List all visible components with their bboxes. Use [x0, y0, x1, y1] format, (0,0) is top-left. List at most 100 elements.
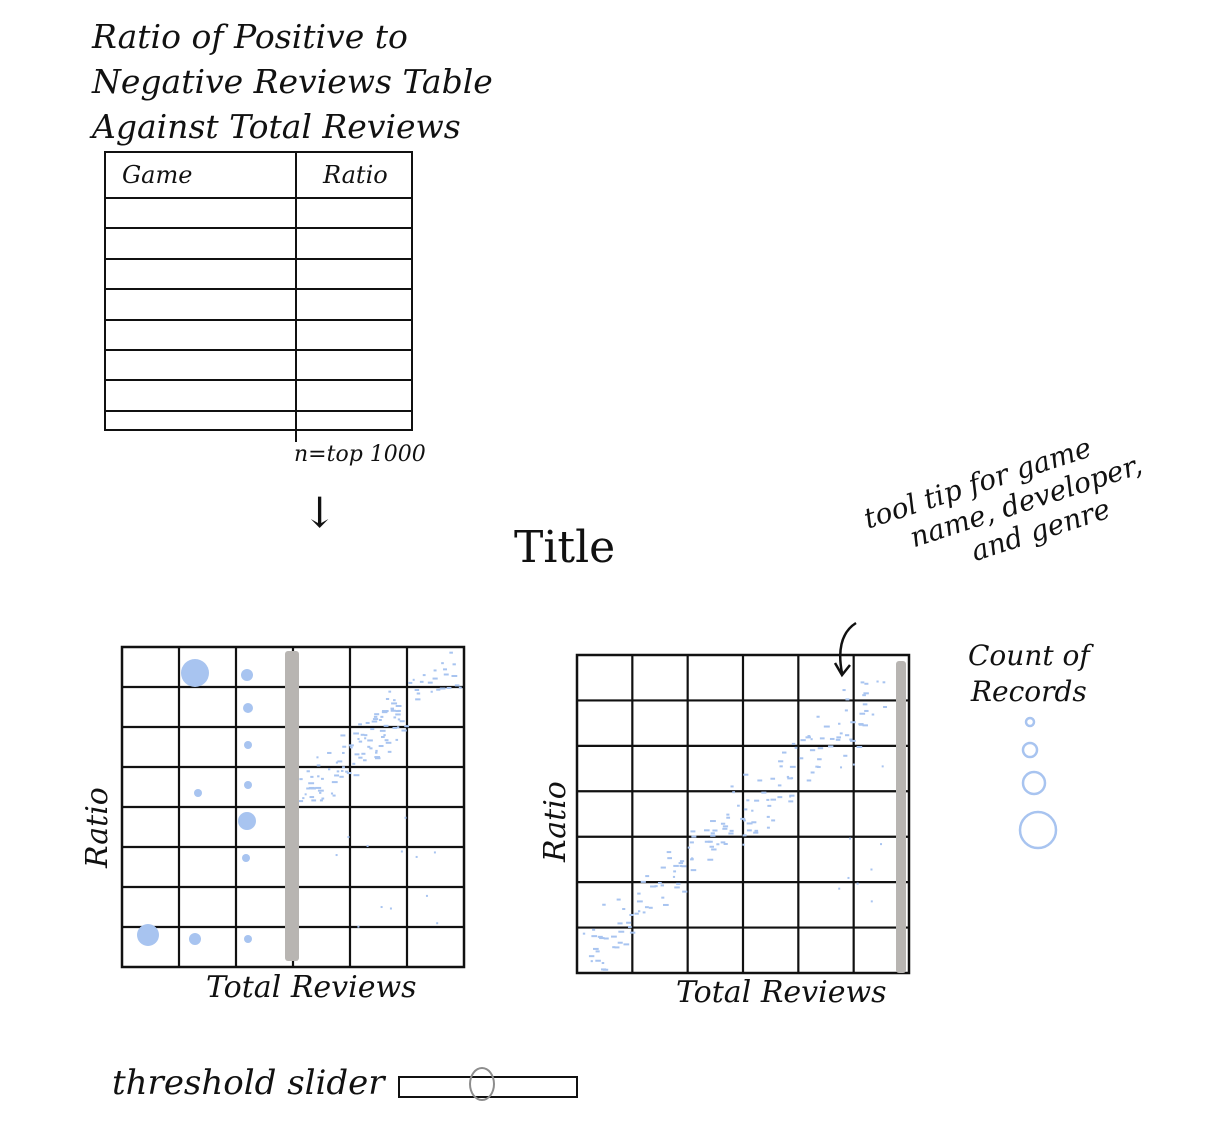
data-point [339, 775, 344, 778]
data-point [310, 787, 316, 790]
data-point [862, 703, 868, 706]
data-point [443, 673, 449, 676]
data-point [374, 757, 381, 760]
data-point [395, 713, 401, 716]
data-point [751, 821, 757, 824]
data-point [316, 764, 321, 767]
data-point [777, 784, 782, 787]
data-point [679, 864, 683, 867]
data-point [636, 900, 643, 903]
scatter-chart-left[interactable] [120, 645, 466, 969]
data-point [345, 770, 349, 773]
table-cell-game [106, 290, 297, 319]
data-point [637, 910, 641, 913]
data-point [137, 924, 159, 946]
data-point [389, 907, 392, 910]
data-point [766, 815, 770, 818]
table-row[interactable] [106, 259, 411, 291]
threshold-bar [896, 661, 906, 973]
data-point [361, 752, 366, 755]
data-point [375, 749, 378, 752]
data-point [662, 903, 669, 906]
data-point [181, 659, 209, 687]
data-point [642, 911, 646, 914]
data-point [189, 933, 201, 945]
table-row[interactable] [106, 229, 411, 260]
table-row[interactable] [106, 350, 411, 382]
data-point [593, 947, 599, 950]
data-point [334, 774, 340, 777]
legend-title: Count of Records [968, 638, 1090, 710]
data-point [364, 734, 368, 737]
data-point [317, 789, 324, 792]
data-point [815, 765, 819, 768]
table-cell-game [106, 350, 297, 380]
table-row[interactable] [106, 199, 411, 230]
data-point [781, 751, 787, 754]
data-point [363, 759, 367, 762]
data-point [317, 775, 320, 778]
scatter-chart-right[interactable] [575, 653, 911, 975]
data-point [603, 937, 609, 940]
data-point [778, 760, 784, 763]
data-point [414, 688, 420, 691]
data-point [588, 955, 595, 958]
data-point [817, 747, 824, 750]
data-point [766, 798, 770, 801]
data-point [611, 935, 617, 938]
data-point [387, 750, 392, 753]
table-row[interactable] [106, 381, 411, 412]
table-row[interactable] [106, 411, 411, 443]
data-point [810, 771, 815, 774]
data-point [729, 829, 734, 832]
data-point [807, 735, 811, 738]
column-header-ratio[interactable]: Ratio [323, 161, 388, 189]
data-point [751, 809, 754, 812]
data-point [791, 777, 794, 780]
threshold-slider[interactable] [398, 1067, 578, 1101]
legend-size-1 [1024, 716, 1036, 728]
data-point [391, 702, 398, 705]
data-point [634, 912, 639, 915]
data-point [623, 943, 630, 946]
data-point [358, 740, 363, 743]
y-axis-label-right: Ratio [538, 781, 573, 862]
data-point [622, 908, 626, 911]
table-row[interactable] [106, 290, 411, 321]
data-point [321, 797, 325, 800]
data-point [395, 738, 399, 741]
data-point [446, 686, 452, 689]
data-point [672, 875, 676, 878]
column-header-game[interactable]: Game [106, 153, 297, 197]
data-point [726, 816, 731, 819]
data-point [400, 850, 403, 853]
data-point [743, 773, 749, 776]
data-point [849, 837, 852, 840]
down-arrow-icon: ↓ [302, 488, 338, 537]
data-point [443, 668, 448, 671]
data-point [408, 681, 413, 684]
data-point [800, 739, 806, 742]
data-point [823, 725, 830, 728]
data-point [396, 726, 400, 729]
data-point [346, 772, 352, 775]
data-point [370, 728, 375, 731]
threshold-slider-handle[interactable] [469, 1067, 496, 1101]
data-point [864, 709, 869, 712]
table-title-line-3: Against Total Reviews [92, 107, 461, 146]
data-point [385, 741, 392, 744]
data-point [876, 680, 879, 683]
data-point [357, 737, 360, 740]
data-point [404, 816, 407, 819]
data-point [451, 674, 458, 677]
data-point [640, 880, 646, 883]
data-point [707, 858, 714, 861]
data-point [842, 689, 846, 692]
ratio-table: Game Ratio [104, 151, 413, 443]
data-point [582, 932, 586, 935]
data-point [810, 738, 813, 741]
threshold-bar [285, 651, 299, 961]
table-row[interactable] [106, 320, 411, 351]
data-point [342, 766, 345, 769]
data-point [691, 858, 694, 861]
